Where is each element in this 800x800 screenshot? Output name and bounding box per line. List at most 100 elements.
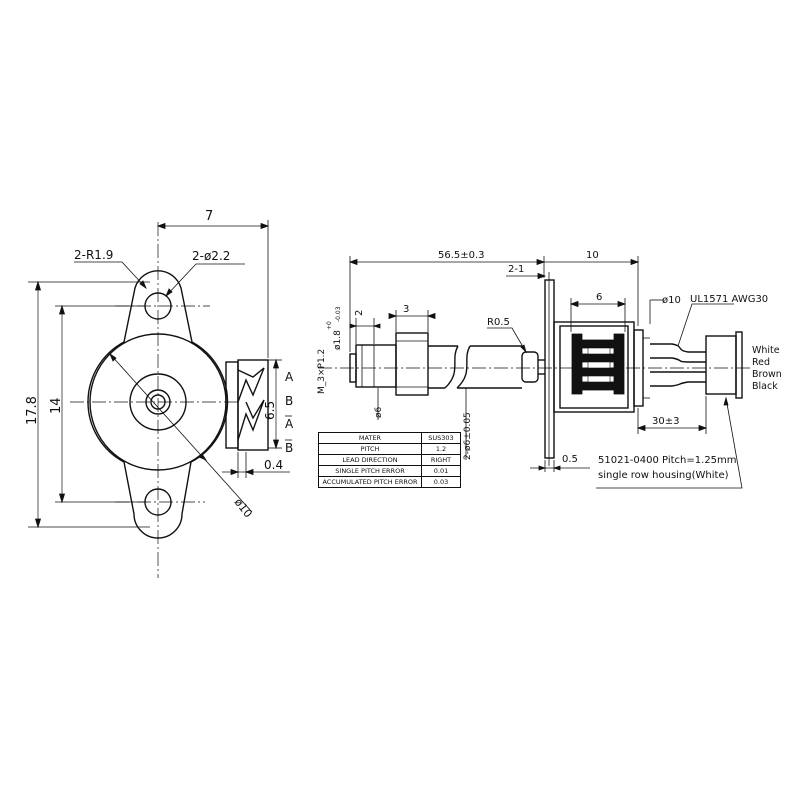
spec-value: 1.2 (421, 443, 461, 455)
lead-wires (650, 343, 706, 387)
nut-body (395, 332, 429, 396)
spec-value: RIGHT (421, 454, 461, 466)
wire-color-white: White (752, 345, 780, 356)
wire-color-black: Black (752, 381, 778, 392)
winding-slot-1 (581, 339, 615, 349)
wire-red (650, 357, 706, 363)
dim-spacing-label: 14 (49, 397, 64, 414)
boss-circle (129, 373, 187, 431)
table-row: LEAD DIRECTION RIGHT (318, 454, 461, 466)
mounting-flange-outline (87, 270, 229, 539)
arrow-motor-length (630, 258, 640, 266)
connector-housing (705, 335, 737, 395)
break-line-right (456, 345, 471, 389)
dim-total-height-label: 17.8 (25, 396, 40, 425)
dim-can-diameter-label: ø10 (662, 295, 681, 306)
winding-slot-4 (581, 381, 615, 391)
dim-terminal-thickness-label: 0.4 (264, 458, 283, 472)
wire-color-red: Red (752, 357, 770, 368)
dim-small-shaft-label: ø1.8 (333, 330, 343, 350)
leader-hole (165, 263, 245, 297)
arrow-terminal-thickness (230, 468, 254, 476)
dim-small-shaft-tol-lower: -0.03 (335, 306, 342, 322)
arrow-connector (723, 396, 729, 406)
table-row: SINGLE PITCH ERROR 0.01 (318, 465, 461, 477)
dim-2-label: 2 (354, 310, 365, 316)
motor-can-inner (559, 325, 629, 409)
front-view: 7 17.8 14 2-R1.9 2-ø2.2 ø10 6.5 A B (25, 209, 294, 578)
arrow-spacing (58, 304, 66, 504)
dim-lead-label: 30±3 (652, 416, 679, 427)
dim-thread-label: M_3×P1.2 (317, 349, 327, 394)
wire-black (650, 381, 706, 387)
spec-label: PITCH (318, 443, 422, 455)
winding-gap-1 (587, 347, 611, 355)
leader-wire-spec (677, 303, 734, 347)
winding-bar-left (571, 333, 583, 395)
winding-gap-3 (587, 375, 611, 383)
spec-label: LEAD DIRECTION (318, 454, 422, 466)
dim-motor-length-label: 10 (586, 250, 599, 261)
dim-flange-label: 0.5 (562, 454, 578, 465)
wire-color-brown: Brown (752, 369, 782, 380)
dim-2-1-label: 2-1 (508, 264, 524, 275)
winding-bar-right (613, 333, 625, 395)
leader-body-diameter (109, 353, 253, 513)
spec-value: 0.03 (421, 476, 461, 488)
dim-nut-diameter-label: ø6 (374, 406, 384, 418)
spec-label: ACCUMULATED PITCH ERROR (318, 476, 422, 488)
table-row: ACCUMULATED PITCH ERROR 0.03 (318, 476, 461, 488)
phase-label-b: B (285, 394, 293, 408)
arrow-lead (636, 424, 708, 432)
phase-label-b-bar: B (285, 441, 293, 455)
dim-terminal-span-label: 6.5 (263, 401, 277, 420)
table-row: MATER SUS303 (318, 432, 461, 444)
dim-3-label: 3 (403, 304, 409, 315)
leader-radius (74, 261, 147, 289)
side-view: 56.5±0.3 10 2-1 6 3 2 ø1.8 +0 -0.03 M (317, 250, 782, 489)
wire-spec-label: UL1571 AWG30 (690, 294, 768, 305)
table-row: PITCH 1.2 (318, 443, 461, 455)
dim-r05-label: R0.5 (487, 317, 510, 328)
dim-width-label: 7 (205, 209, 213, 224)
winding-gap-2 (587, 361, 611, 369)
phase-label-a-bar: A (285, 417, 294, 431)
leader-r05 (487, 327, 527, 353)
arrow-total-height (34, 280, 42, 529)
arrow-body-diameter (109, 352, 208, 461)
arrow-hole (165, 288, 173, 298)
phase-label-a: A (285, 370, 294, 384)
break-line-left (444, 345, 459, 389)
arrow-width (156, 222, 270, 230)
dim-shaft-diameter-label: 2-ø6±0.05 (463, 412, 473, 460)
dim-screw-length-label: 56.5±0.3 (438, 250, 485, 261)
winding-slot-3 (581, 367, 615, 377)
terminal-pins (237, 367, 265, 441)
arrow-terminal-span (272, 358, 280, 450)
arrow-r05 (520, 344, 527, 354)
arrow-2 (349, 323, 381, 329)
arrow-flange (538, 465, 561, 471)
dim-body-diameter-label: ø10 (232, 496, 255, 520)
spec-label: SINGLE PITCH ERROR (318, 465, 422, 477)
connector-label-line1: 51021-0400 Pitch=1.25mm (598, 455, 737, 466)
spec-value: 0.01 (421, 465, 461, 477)
arrow-6 (569, 300, 627, 308)
dim-hole-label: 2-ø2.2 (192, 249, 230, 263)
arrow-3 (388, 312, 436, 320)
shaft-hole-inner (150, 394, 166, 410)
shaft-hole-outer (145, 389, 171, 415)
spec-label: MATER (318, 432, 422, 444)
shaft-neck (521, 351, 539, 383)
arrow-radius (139, 280, 147, 290)
leader-connector (596, 397, 743, 489)
connector-lip (735, 331, 743, 399)
motor-flange-plate (544, 279, 555, 459)
dim-radius-label: 2-R1.9 (74, 248, 113, 262)
winding-blocks (571, 333, 625, 395)
arrow-2-1 (537, 272, 547, 280)
dim-6-label: 6 (596, 292, 602, 303)
wire-white (650, 343, 706, 353)
spec-value: SUS303 (421, 432, 461, 444)
